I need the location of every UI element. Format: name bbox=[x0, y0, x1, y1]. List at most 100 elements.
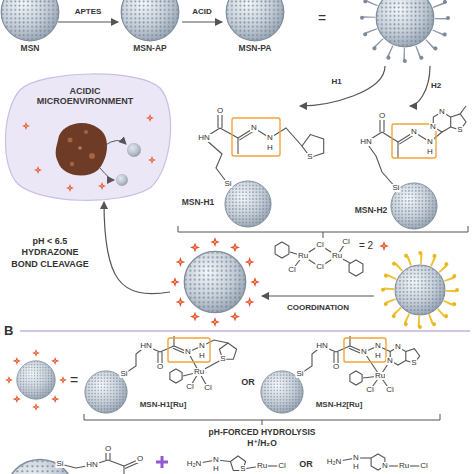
annotation-text: = 2 bbox=[358, 241, 374, 251]
node-title: MSN bbox=[2, 44, 58, 54]
atom-label: N bbox=[360, 348, 368, 356]
atom-label: H bbox=[266, 144, 274, 152]
atom-label: Ru bbox=[256, 462, 268, 470]
node-title: MSN-H1 bbox=[174, 198, 222, 208]
reaction-arrow bbox=[410, 66, 430, 106]
node-title: MSN-AP bbox=[118, 44, 182, 54]
atom-label: Ru bbox=[398, 462, 410, 470]
atom-label: Ru bbox=[193, 368, 205, 376]
atom-label: Si bbox=[295, 370, 304, 378]
reagent-label: H1 bbox=[330, 78, 342, 86]
atom-label: H bbox=[352, 463, 360, 471]
atom-label: O bbox=[378, 112, 386, 120]
microenvironment-bubble: ACIDIC MICROENVIRONMENT bbox=[10, 78, 160, 190]
atom-label: Cl bbox=[315, 263, 325, 271]
annotation-text: OR bbox=[240, 378, 256, 387]
complex-node: MSN-H1[Ru] bbox=[84, 334, 236, 414]
reagent-label: APTES bbox=[74, 8, 103, 16]
reaction-arrow bbox=[300, 66, 385, 106]
atom-label: S bbox=[239, 465, 246, 473]
annotation-text: = bbox=[69, 373, 79, 387]
atom-label: H bbox=[198, 352, 206, 360]
cleavage-arrow bbox=[104, 202, 170, 294]
atom-label: Cl bbox=[185, 383, 195, 391]
tumor-cell bbox=[56, 123, 107, 175]
atom-label: O bbox=[136, 455, 144, 463]
atom-label: S bbox=[219, 355, 226, 363]
atom-label: S bbox=[456, 126, 463, 134]
atom-label: O bbox=[216, 107, 224, 115]
atom-label: H₂N bbox=[326, 458, 343, 466]
atom-label: O bbox=[156, 363, 164, 371]
atom-label: HN bbox=[197, 134, 211, 142]
atom-label: Cl bbox=[419, 462, 429, 470]
atom-label: N bbox=[429, 123, 437, 131]
atom-label: N bbox=[438, 108, 446, 116]
nanoparticle-node: MSN-AP bbox=[118, 0, 182, 58]
msn-sphere bbox=[1, 0, 59, 41]
annotation-text: H⁺/H₂O bbox=[246, 439, 278, 448]
yellow-ligand-particle bbox=[383, 253, 457, 327]
atom-label: HN bbox=[139, 342, 153, 350]
atom-label: O bbox=[332, 363, 340, 371]
atom-label: HN bbox=[85, 461, 99, 469]
atom-label: HN bbox=[315, 342, 329, 350]
atom-label: N bbox=[381, 462, 389, 470]
atom-label: N bbox=[184, 348, 192, 356]
reaction-arrow bbox=[58, 21, 118, 22]
atom-label: N bbox=[250, 124, 258, 132]
nanoparticle-node: MSN bbox=[2, 0, 58, 58]
annotation-text: = bbox=[317, 11, 327, 25]
atom-label: Cl bbox=[315, 241, 325, 249]
atom-label: O bbox=[104, 445, 112, 453]
atom-label: Si bbox=[223, 180, 232, 188]
functionalized-sphere bbox=[376, 0, 434, 47]
conjugate-node: MSN-H2 bbox=[350, 106, 470, 228]
atom-label: HN bbox=[359, 138, 373, 146]
atom-label: N bbox=[198, 342, 206, 350]
ru-loaded-particle bbox=[170, 237, 260, 327]
coordination-arrow bbox=[262, 295, 374, 296]
atom-label: Cl bbox=[341, 238, 351, 246]
bracket bbox=[84, 414, 440, 425]
complex-node: MSN-H2[Ru] bbox=[260, 334, 430, 414]
atom-label: H bbox=[212, 465, 220, 473]
atom-label: N bbox=[386, 357, 394, 365]
annotation-text: OR bbox=[298, 460, 314, 469]
msn-ap-sphere bbox=[121, 0, 179, 41]
atom-label: Cl bbox=[365, 386, 375, 394]
structure-msn-h2-ru bbox=[261, 336, 420, 413]
atom-label: Ru bbox=[331, 252, 343, 260]
node-title: ACIDIC MICROENVIRONMENT bbox=[30, 86, 140, 107]
annotation-text: pH < 6.5 HYDRAZONE BOND CLEAVAGE bbox=[8, 236, 92, 270]
nanoparticle-node: MSN-PA bbox=[222, 0, 466, 66]
atom-label: N bbox=[426, 138, 434, 146]
atom-label: N bbox=[394, 343, 402, 351]
atom-label: N bbox=[266, 134, 274, 142]
ligand-ends bbox=[362, 0, 448, 61]
atom-label: Cl bbox=[287, 266, 297, 274]
atom-label: Ru bbox=[297, 252, 309, 260]
hydrolysis-products bbox=[5, 449, 424, 474]
atom-label: N bbox=[352, 454, 360, 462]
ru-loaded-particle-small bbox=[5, 349, 67, 411]
acidic-bubble bbox=[5, 74, 170, 200]
ruthenium-dimer bbox=[275, 241, 389, 276]
annotation-text: pH-FORCED HYDROLYSIS bbox=[208, 428, 317, 437]
reaction-arrow bbox=[182, 21, 222, 22]
atom-label: Cl bbox=[277, 462, 287, 470]
atom-label: H bbox=[426, 148, 434, 156]
atom-label: H₂N bbox=[186, 460, 203, 468]
atom-label: S bbox=[410, 359, 417, 367]
node-title: MSN-PA bbox=[222, 44, 288, 54]
section-divider bbox=[20, 330, 470, 331]
atom-label: Si bbox=[391, 184, 400, 192]
atom-label: H bbox=[374, 352, 382, 360]
top-row-particles bbox=[1, 0, 448, 61]
annotation-text: B bbox=[4, 324, 13, 337]
structure-msn-h1 bbox=[204, 111, 324, 227]
annotation-text: COORDINATION bbox=[286, 304, 350, 312]
atom-label: Si bbox=[119, 370, 128, 378]
